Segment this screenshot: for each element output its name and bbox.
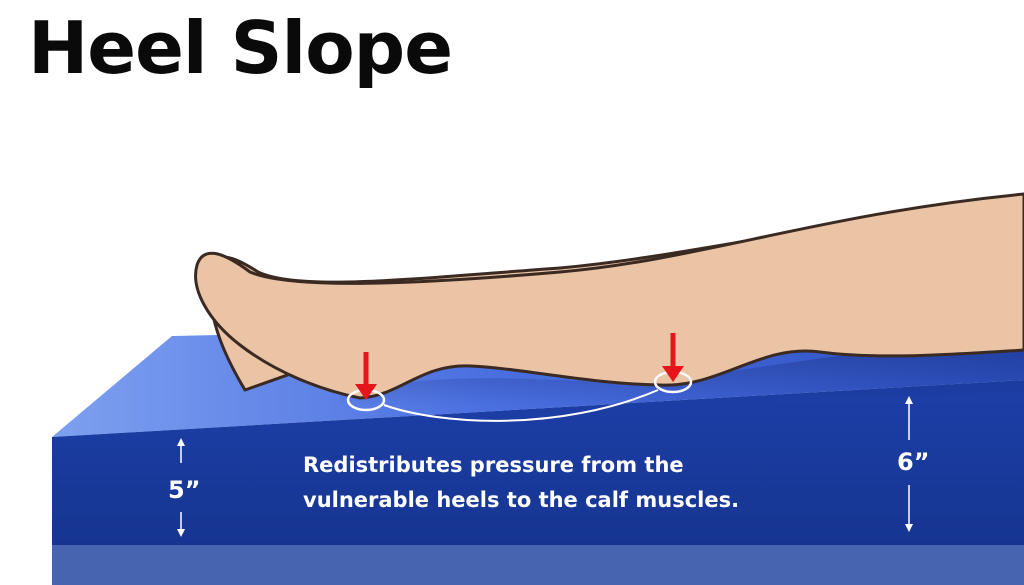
leg-front xyxy=(194,192,1024,400)
dimension-arrow-icon xyxy=(177,438,185,537)
dimension-label-low: 5” xyxy=(168,476,200,504)
leg-shadow xyxy=(340,340,1024,407)
wedge-front-face xyxy=(52,380,1024,545)
page-title: Heel Slope xyxy=(28,6,453,90)
pressure-arrow-icon xyxy=(355,352,377,400)
pressure-arrow-icon xyxy=(662,333,684,382)
caption-line-2: vulnerable heels to the calf muscles. xyxy=(303,488,739,512)
dimension-arrow-icon xyxy=(905,396,913,532)
wedge-base-layer xyxy=(52,545,1024,585)
pressure-redistribution-curve xyxy=(383,389,659,422)
caption-line-1: Redistributes pressure from the xyxy=(303,453,684,477)
dimension-label-high: 6” xyxy=(897,448,929,476)
